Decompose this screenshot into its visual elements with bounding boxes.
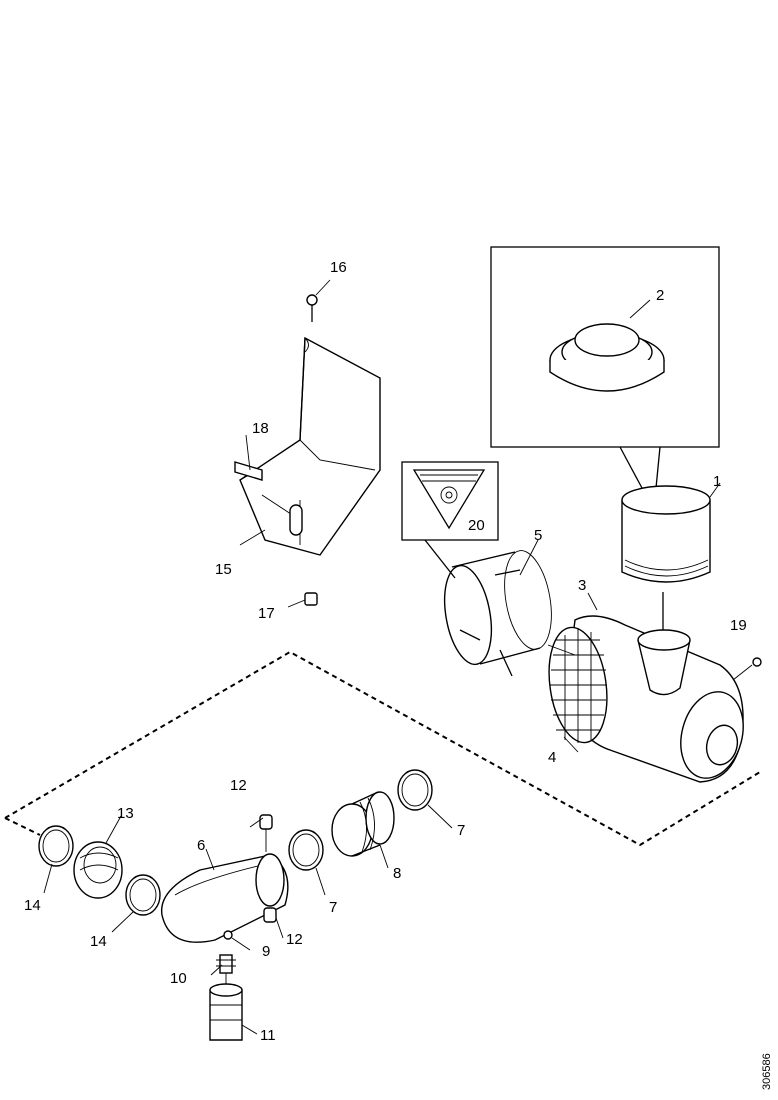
callout-6: 6 bbox=[197, 837, 205, 854]
part-20-decal bbox=[401, 461, 499, 579]
callout-5: 5 bbox=[534, 527, 542, 544]
callout-12a: 12 bbox=[230, 777, 247, 794]
callout-19: 19 bbox=[730, 617, 747, 634]
reference-number: 306586 bbox=[761, 1053, 773, 1090]
callout-9: 9 bbox=[262, 943, 270, 960]
part-13-hose-connector[interactable] bbox=[73, 841, 123, 899]
callout-7a: 7 bbox=[457, 822, 465, 839]
callout-17: 17 bbox=[258, 605, 275, 622]
callout-14b: 14 bbox=[90, 933, 107, 950]
callout-16: 16 bbox=[330, 259, 347, 276]
callout-11: 11 bbox=[260, 1027, 276, 1044]
callout-15: 15 bbox=[215, 561, 232, 578]
callout-18: 18 bbox=[252, 420, 269, 437]
part-17-nut[interactable] bbox=[287, 592, 318, 608]
part-3-air-cleaner-housing[interactable] bbox=[542, 592, 762, 785]
callout-3: 3 bbox=[578, 577, 586, 594]
part-14-o-ring[interactable] bbox=[38, 825, 161, 916]
part-8-bellows-hose[interactable] bbox=[331, 791, 395, 857]
callout-8: 8 bbox=[393, 865, 401, 882]
assembly-boundary-dashed bbox=[4, 650, 761, 847]
leader-lines bbox=[43, 804, 453, 1035]
callout-2: 2 bbox=[656, 287, 664, 304]
callout-7b: 7 bbox=[329, 899, 337, 916]
part-10-valve[interactable] bbox=[216, 954, 236, 974]
part-15-mounting-bracket[interactable] bbox=[234, 336, 381, 556]
callout-10: 10 bbox=[170, 970, 187, 987]
callout-4: 4 bbox=[548, 749, 556, 766]
callout-14a: 14 bbox=[24, 897, 41, 914]
part-16-bolt[interactable] bbox=[306, 279, 331, 322]
callout-12b: 12 bbox=[286, 931, 303, 948]
inset-box-cap bbox=[490, 246, 720, 489]
part-2-cap[interactable] bbox=[549, 299, 665, 392]
callout-13: 13 bbox=[117, 805, 134, 822]
callout-1: 1 bbox=[713, 473, 721, 490]
callout-20: 20 bbox=[468, 517, 485, 534]
part-11-dust-valve[interactable] bbox=[209, 973, 243, 1041]
part-5-band-clamp[interactable] bbox=[438, 539, 576, 677]
part-9-fitting[interactable] bbox=[223, 930, 233, 940]
part-7-o-ring[interactable] bbox=[288, 769, 433, 871]
part-6-hose[interactable] bbox=[160, 853, 289, 943]
part-1-filter-element[interactable] bbox=[621, 482, 721, 640]
